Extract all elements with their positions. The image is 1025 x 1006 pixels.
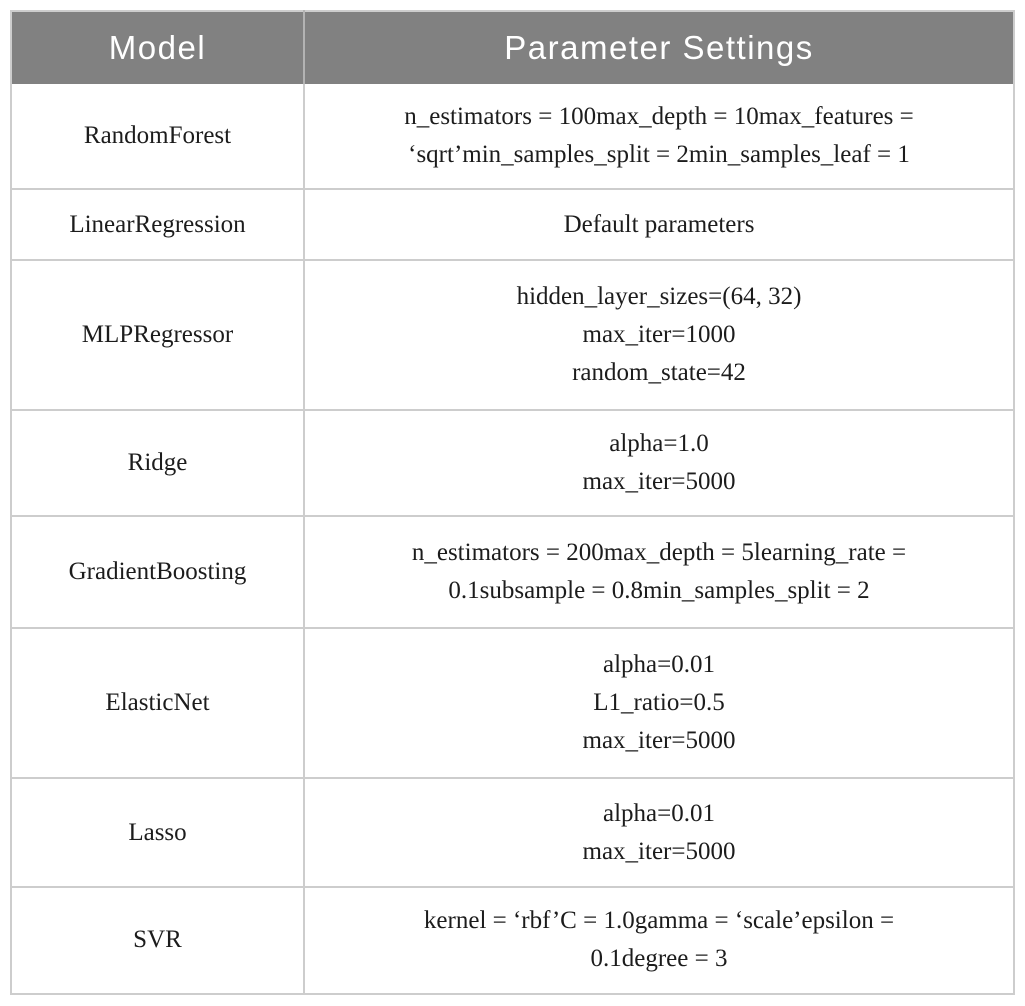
table-row: LinearRegression Default parameters	[11, 188, 1014, 261]
params-cell: n_estimators = 200max_depth = 5learning_…	[304, 514, 1014, 629]
params-cell: Default parameters	[304, 188, 1014, 261]
params-cell: n_estimators = 100max_depth = 10max_feat…	[404, 103, 914, 169]
model-cell: MLPRegressor	[11, 259, 305, 410]
table-row: Lasso alpha=0.01 max_iter=5000	[11, 777, 1014, 887]
model-cell: SVR	[11, 885, 305, 994]
params-cell: kernel = ‘rbf’C = 1.0gamma = ‘scale’epsi…	[304, 885, 1014, 994]
params-cell: alpha=0.01 L1_ratio=0.5 max_iter=5000	[304, 627, 1014, 779]
table-row: ElasticNet alpha=0.01 L1_ratio=0.5 max_i…	[11, 627, 1014, 779]
params-cell: alpha=1.0 max_iter=5000	[304, 408, 1014, 516]
header-cell-parameter-settings: Parameter Settings	[304, 11, 1014, 84]
table-row: GradientBoosting n_estimators = 200max_d…	[11, 514, 1014, 629]
table-row: MLPRegressor hidden_layer_sizes=(64, 32)…	[11, 259, 1014, 410]
params-cell: hidden_layer_sizes=(64, 32) max_iter=100…	[304, 259, 1014, 410]
table-row: SVR kernel = ‘rbf’C = 1.0gamma = ‘scale’…	[11, 885, 1014, 994]
table-header-row: Model Parameter Settings	[11, 11, 1014, 84]
model-cell: RandomForest	[11, 84, 305, 190]
model-parameter-table-container: Model Parameter Settings RandomForest n_…	[10, 10, 1015, 995]
model-cell: GradientBoosting	[11, 514, 305, 629]
header-cell-model: Model	[11, 11, 305, 84]
model-cell: ElasticNet	[11, 627, 305, 779]
model-cell: Ridge	[11, 408, 305, 516]
params-cell: alpha=0.01 max_iter=5000	[304, 777, 1014, 887]
model-cell: Lasso	[11, 777, 305, 887]
model-parameter-table: Model Parameter Settings RandomForest n_…	[10, 10, 1015, 995]
table-row: RandomForest n_estimators = 100max_depth…	[11, 84, 1014, 190]
table-row: Ridge alpha=1.0 max_iter=5000	[11, 408, 1014, 516]
model-cell: LinearRegression	[11, 188, 305, 261]
